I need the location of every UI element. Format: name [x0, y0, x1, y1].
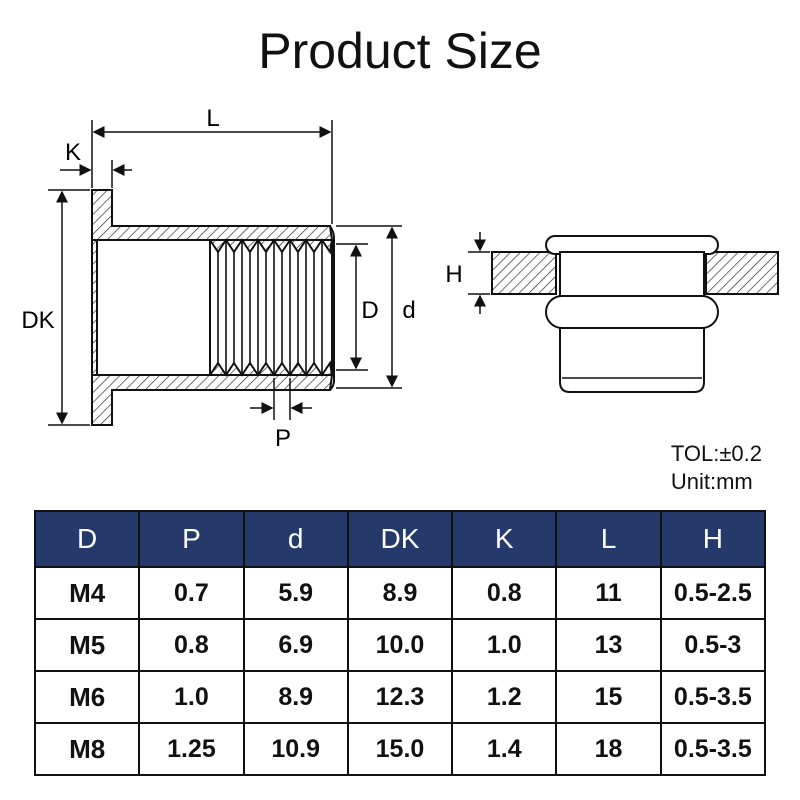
- dimension-d-inner: [336, 243, 368, 371]
- size-table: D P d DK K L H M4 0.7 5.9 8.9 0.8 11 0.5…: [33, 510, 767, 776]
- table-cell: 11: [555, 566, 662, 620]
- header-h: H: [659, 510, 767, 568]
- table-header-row: D P d DK K L H: [33, 510, 767, 568]
- table-cell: 5.9: [242, 566, 349, 620]
- dimension-l: [91, 120, 333, 224]
- table-cell: 15: [555, 670, 662, 724]
- table-cell: 1.25: [138, 722, 245, 776]
- table-cell: 13: [555, 618, 662, 672]
- rivet-nut-section: [91, 189, 335, 426]
- table-cell: M5: [33, 618, 141, 672]
- label-dk: DK: [21, 307, 54, 334]
- dimension-k: [60, 160, 132, 188]
- dimension-p: [250, 378, 312, 420]
- table-cell: M6: [33, 670, 141, 724]
- dimension-dk: [48, 189, 90, 426]
- table-cell: 1.4: [451, 722, 558, 776]
- header-dk: DK: [346, 510, 454, 568]
- installed-rivet-nut: [491, 235, 779, 393]
- table-cell: 10.0: [346, 618, 454, 672]
- header-d-outer: d: [242, 510, 349, 568]
- table-cell: 0.5-2.5: [659, 566, 767, 620]
- table-cell: 18: [555, 722, 662, 776]
- table-cell: 8.9: [346, 566, 454, 620]
- header-d: D: [33, 510, 141, 568]
- dimension-d-outer: [336, 225, 402, 389]
- table-row: M6 1.0 8.9 12.3 1.2 15 0.5-3.5: [33, 670, 767, 724]
- label-d-outer: d: [402, 297, 415, 324]
- table-cell: 0.5-3.5: [659, 670, 767, 724]
- table-cell: 8.9: [242, 670, 349, 724]
- table-cell: 15.0: [346, 722, 454, 776]
- table-row: M8 1.25 10.9 15.0 1.4 18 0.5-3.5: [33, 722, 767, 776]
- label-p: P: [275, 425, 291, 452]
- tolerance-text: TOL:±0.2: [670, 441, 762, 466]
- tolerance-note: TOL:±0.2 Unit:mm: [671, 440, 762, 496]
- label-l: L: [206, 105, 219, 132]
- table-cell: 12.3: [346, 670, 454, 724]
- table-cell: 10.9: [242, 722, 349, 776]
- dimension-h: [468, 232, 490, 314]
- label-d-inner: D: [361, 297, 378, 324]
- page-title: Product Size: [258, 23, 542, 79]
- table-cell: 0.8: [451, 566, 558, 620]
- table-cell: 0.5-3.5: [659, 722, 767, 776]
- table-cell: 6.9: [242, 618, 349, 672]
- header-p: P: [138, 510, 245, 568]
- table-cell: 0.8: [138, 618, 245, 672]
- label-k: K: [65, 139, 81, 166]
- table-cell: 0.5-3: [659, 618, 767, 672]
- table-cell: 1.0: [451, 618, 558, 672]
- table-cell: 1.2: [451, 670, 558, 724]
- table-row: M4 0.7 5.9 8.9 0.8 11 0.5-2.5: [33, 566, 767, 620]
- header-k: K: [451, 510, 558, 568]
- table-cell: 1.0: [138, 670, 245, 724]
- unit-text: Unit:mm: [670, 469, 753, 494]
- label-h: H: [445, 261, 462, 288]
- table-row: M5 0.8 6.9 10.0 1.0 13 0.5-3: [33, 618, 767, 672]
- header-l: L: [555, 510, 662, 568]
- table-cell: M8: [33, 722, 141, 776]
- technical-drawing: L K DK D d P H: [21, 105, 779, 452]
- table-cell: M4: [33, 566, 141, 620]
- table-cell: 0.7: [138, 566, 245, 620]
